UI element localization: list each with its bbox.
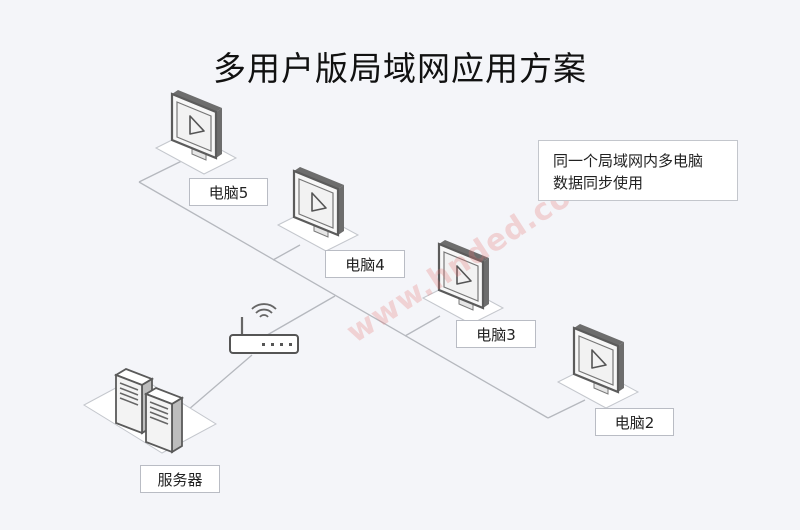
computer-2-label: 电脑2	[595, 408, 674, 436]
page-title: 多用户版局域网应用方案	[213, 49, 587, 88]
network-lines	[138, 151, 586, 419]
computer-2-monitor-icon	[556, 322, 640, 410]
wifi-router-icon	[229, 303, 299, 354]
computer-5-monitor-icon	[154, 88, 238, 176]
computer-4-label: 电脑4	[325, 250, 405, 278]
server-label: 服务器	[140, 465, 220, 493]
computer-5-label: 电脑5	[189, 178, 268, 206]
server-icon	[82, 368, 218, 454]
computer-3-label: 电脑3	[456, 320, 536, 348]
description-box: 同一个局域网内多电脑 数据同步使用	[538, 140, 738, 201]
description-line-2: 数据同步使用	[553, 174, 644, 192]
description-line-1: 同一个局域网内多电脑	[553, 152, 704, 170]
computer-4-monitor-icon	[276, 165, 360, 253]
